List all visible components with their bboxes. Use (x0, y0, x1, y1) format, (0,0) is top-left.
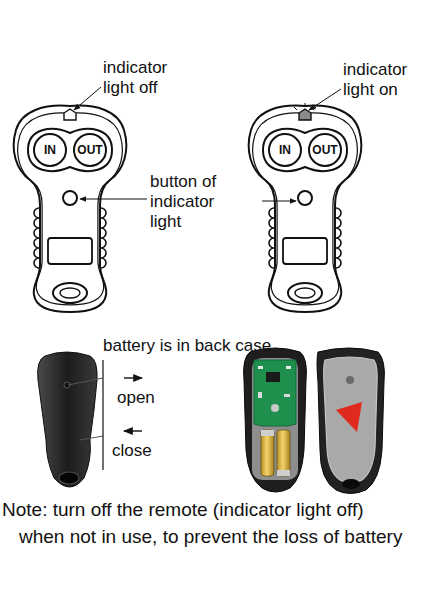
open-arrow (124, 377, 142, 378)
note-text: Note: turn off the remote (indicator lig… (2, 496, 407, 550)
screw-post (346, 376, 354, 384)
battery-well (252, 358, 298, 480)
leader-arrow (309, 89, 341, 110)
case-loop (59, 472, 79, 484)
button-circle (309, 134, 341, 166)
annotation-label: indicator light off (103, 58, 183, 98)
component (271, 404, 279, 412)
push-button: IN (33, 133, 67, 167)
annotation-label: close (112, 441, 152, 461)
annotation-label: battery is in back case (103, 336, 271, 356)
button-circle (269, 134, 301, 166)
light-rays (294, 103, 316, 110)
component (286, 366, 291, 369)
case-loop (342, 479, 360, 489)
push-button: OUT (308, 133, 342, 167)
divider-line (102, 360, 103, 470)
remote-off (14, 106, 127, 312)
button-text-holder: OUT (308, 133, 342, 167)
button-text-holder: IN (268, 133, 302, 167)
red-seal (336, 402, 362, 432)
button-circle (74, 134, 106, 166)
back-case (38, 352, 97, 487)
button-text-holder: IN (33, 133, 67, 167)
close-arrow (124, 430, 142, 431)
component (284, 394, 290, 397)
button-label: OUT (312, 144, 337, 157)
leader-arrow (262, 201, 296, 202)
annotation-label: open (117, 388, 155, 408)
battery-cap (261, 430, 274, 436)
annotation-label: button of indicator light (150, 172, 232, 232)
button-label: IN (279, 144, 291, 157)
remote-on (249, 106, 362, 312)
battery (277, 430, 290, 476)
indicator-light-on (299, 109, 311, 120)
button-text-holder: OUT (73, 133, 107, 167)
component (258, 392, 262, 398)
battery-cap (277, 470, 290, 476)
push-button: OUT (73, 133, 107, 167)
front-case (244, 348, 307, 492)
back-half-case (317, 348, 384, 494)
leader-arrow (74, 87, 101, 110)
battery (261, 430, 274, 476)
leader-line (68, 378, 103, 385)
case-interior (324, 357, 378, 483)
push-button: IN (268, 133, 302, 167)
leader-arrow (80, 199, 147, 200)
leader-line (80, 436, 103, 440)
annotation-label: indicator light on (343, 60, 423, 100)
button-label: OUT (77, 144, 102, 157)
button-label: IN (44, 144, 56, 157)
component (258, 366, 263, 369)
indicator-light-off (64, 109, 76, 120)
circuit-board (254, 360, 296, 426)
chip (266, 372, 280, 382)
button-circle (34, 134, 66, 166)
